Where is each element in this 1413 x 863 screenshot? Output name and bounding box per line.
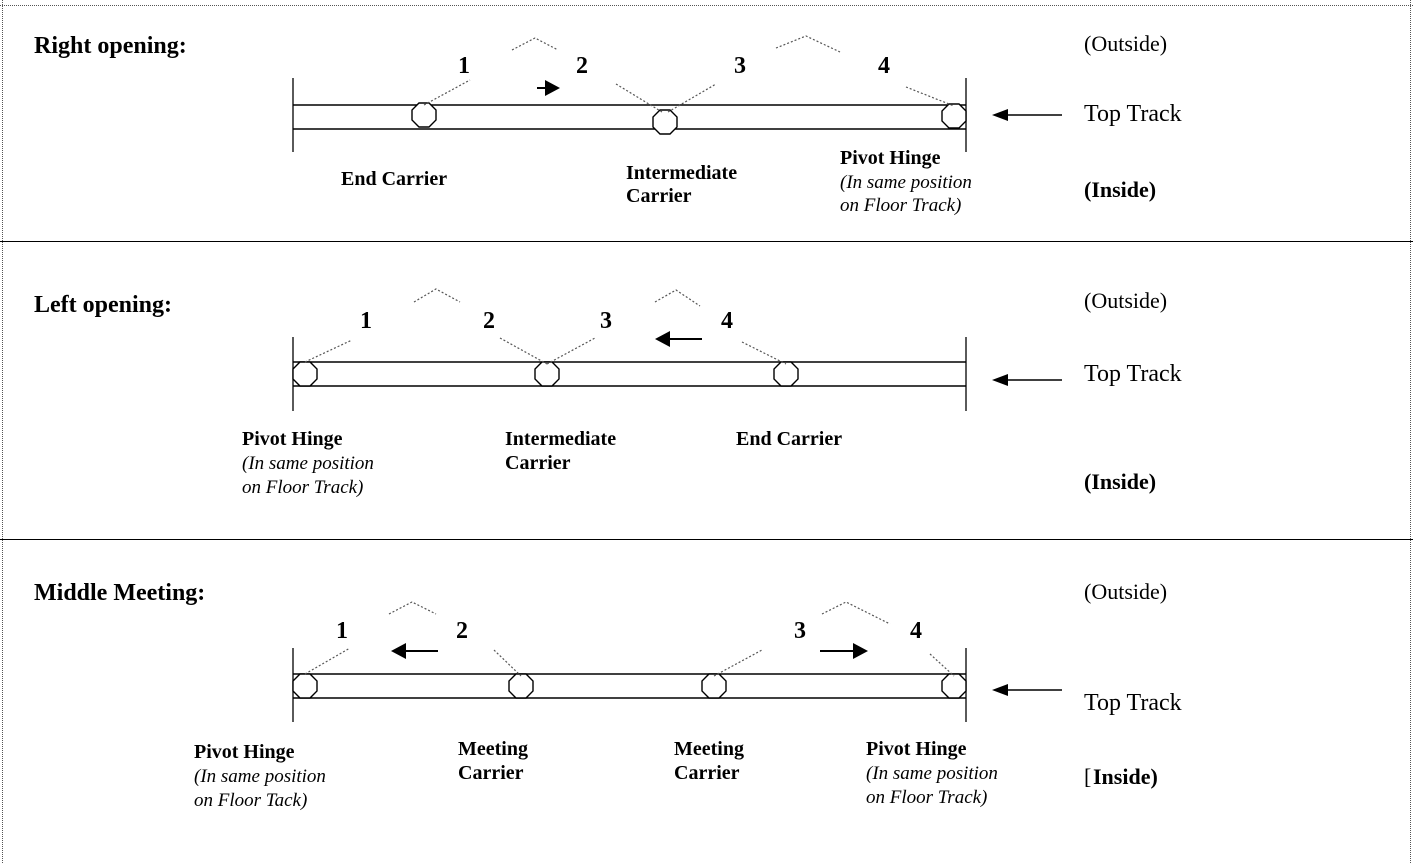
meeting-carrier-marker [508,673,534,699]
inside-label: Inside) [1093,764,1158,789]
panel-number-2: 2 [483,308,495,334]
panel-1-line [304,647,351,675]
panel-fold-peak [388,601,437,615]
pivot-hinge-note-line1: (In same position [242,453,374,474]
panel-number-4: 4 [721,308,733,334]
top-track-pointer-head [992,109,1008,121]
pivot-hinge-marker [292,673,318,699]
pivot-hinge-label: Pivot Hinge [242,428,343,450]
outside-label: (Outside) [1084,288,1168,313]
meeting-carrier-a-label-line2: Carrier [458,762,524,784]
pivot-hinge-left-note-line1: (In same position [194,766,326,787]
meeting-carrier-marker [701,673,727,699]
panel-4-line [929,653,955,677]
panel-number-4: 4 [878,53,890,79]
pivot-hinge-note-line2: on Floor Track) [840,195,962,216]
panel-fold-peak [511,37,559,51]
section-title-right-opening: Right opening: [34,33,187,59]
panel-fold-peak [654,289,701,307]
section-title-middle-meeting: Middle Meeting: [34,580,206,606]
end-carrier-marker [411,102,437,128]
meeting-carrier-a-label-line1: Meeting [458,738,528,760]
top-track-label: Top Track [1084,361,1182,387]
outside-label: (Outside) [1084,31,1168,56]
intermediate-carrier-marker [534,361,560,387]
top-cut-line [0,5,1413,6]
panel-3-line [667,83,717,113]
top-track-label: Top Track [1084,101,1182,127]
panel-1-line [304,339,353,363]
intermediate-carrier-marker [652,109,678,135]
direction-arrow-head [655,331,670,347]
intermediate-carrier-label-line1: Intermediate [505,428,617,450]
panel-4-line [905,86,955,107]
pivot-hinge-label: Pivot Hinge [840,147,941,169]
end-carrier-marker [773,361,799,387]
panel-3-line [546,337,596,365]
panel-number-3: 3 [794,618,806,644]
meeting-carrier-b-label-line2: Carrier [674,762,740,784]
end-carrier-label: End Carrier [736,428,843,450]
panel-1-line [423,79,471,106]
panel-number-2: 2 [456,618,468,644]
panel-4-line [741,341,787,365]
pivot-hinge-left-note-line2: on Floor Tack) [194,790,308,811]
pivot-hinge-right-note-line1: (In same position [866,763,998,784]
inside-label: (Inside) [1084,177,1157,202]
top-track-label: Top Track [1084,690,1182,716]
intermediate-carrier-label-line2: Carrier [505,452,571,474]
pivot-hinge-right-note-line2: on Floor Track) [866,787,988,808]
left-border [2,0,3,863]
panel-fold-peak [413,288,461,303]
panel-3-line [713,649,763,677]
panel-number-3: 3 [600,308,612,334]
right-border [1410,0,1411,863]
top-track-pointer-head [992,374,1008,386]
inside-label-prefix: [ [1084,764,1092,789]
inside-label: (Inside) [1084,469,1157,494]
pivot-hinge-marker [941,103,967,129]
direction-arrow-head [545,80,560,96]
meeting-carrier-b-label-line1: Meeting [674,738,744,760]
panel-number-1: 1 [336,618,348,644]
pivot-hinge-marker [292,361,318,387]
outside-label: (Outside) [1084,579,1168,604]
panel-number-4: 4 [910,618,922,644]
panel-2-line [615,83,663,113]
intermediate-carrier-label-line2: Carrier [626,185,692,207]
top-track-pointer-head [992,684,1008,696]
panel-number-3: 3 [734,53,746,79]
direction-arrow-head [391,643,406,659]
section-title-left-opening: Left opening: [34,292,172,318]
panel-fold-peak [821,601,891,625]
pivot-hinge-marker [941,673,967,699]
panel-number-1: 1 [360,308,372,334]
pivot-hinge-note-line1: (In same position [840,172,972,193]
section-divider-2 [0,539,1413,540]
panel-2-line [499,337,548,365]
end-carrier-label: End Carrier [341,168,448,190]
section-divider-1 [0,241,1413,242]
pivot-hinge-note-line2: on Floor Track) [242,477,364,498]
intermediate-carrier-label-line1: Intermediate [626,162,738,184]
direction-arrow-head [853,643,868,659]
pivot-hinge-left-label: Pivot Hinge [194,741,295,763]
panel-2-line [493,649,522,677]
panel-number-2: 2 [576,53,588,79]
panel-fold-peak [775,35,841,53]
pivot-hinge-right-label: Pivot Hinge [866,738,967,760]
panel-number-1: 1 [458,53,470,79]
